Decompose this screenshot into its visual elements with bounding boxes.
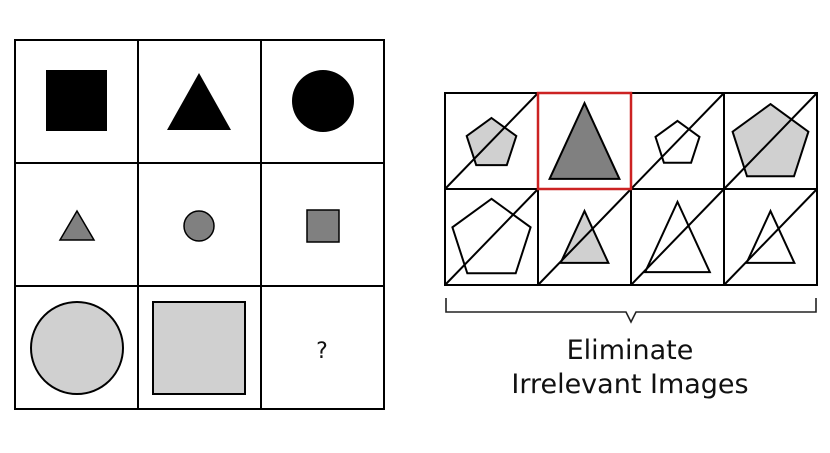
- answer-option-4[interactable]: [723, 92, 818, 190]
- missing-cell-mark: ?: [316, 339, 328, 364]
- answer-option-8[interactable]: [723, 188, 818, 286]
- elimination-slash: [723, 188, 818, 286]
- elimination-slash: [444, 188, 539, 286]
- answer-option-3[interactable]: [630, 92, 725, 190]
- gray-circle: [183, 210, 215, 242]
- matrix-frame: [14, 39, 385, 410]
- answer-option-1[interactable]: [444, 92, 539, 190]
- elimination-slash: [537, 188, 632, 286]
- elimination-slash: [723, 92, 818, 190]
- lightgray-circle: [30, 301, 124, 395]
- selected-option-highlight: [536, 91, 633, 191]
- gray-triangle: [58, 209, 96, 241]
- black-square: [46, 70, 107, 131]
- caption-line-2: Irrelevant Images: [511, 369, 749, 400]
- options-bracket: [445, 298, 817, 324]
- answer-option-5[interactable]: [444, 188, 539, 286]
- elimination-slash: [630, 188, 725, 286]
- matrix-grid: [14, 39, 385, 410]
- caption-line-1: Eliminate: [566, 335, 694, 366]
- triangle-shape: [548, 100, 621, 180]
- answer-option-6[interactable]: [537, 188, 632, 286]
- elimination-slash: [630, 92, 725, 190]
- gray-square: [306, 209, 340, 243]
- answer-option-2[interactable]: [537, 92, 632, 190]
- answer-option-7[interactable]: [630, 188, 725, 286]
- answer-options-grid: [444, 91, 818, 286]
- lightgray-square: [152, 301, 246, 395]
- black-circle: [292, 70, 354, 132]
- black-triangle: [167, 73, 231, 130]
- elimination-slash: [444, 92, 539, 190]
